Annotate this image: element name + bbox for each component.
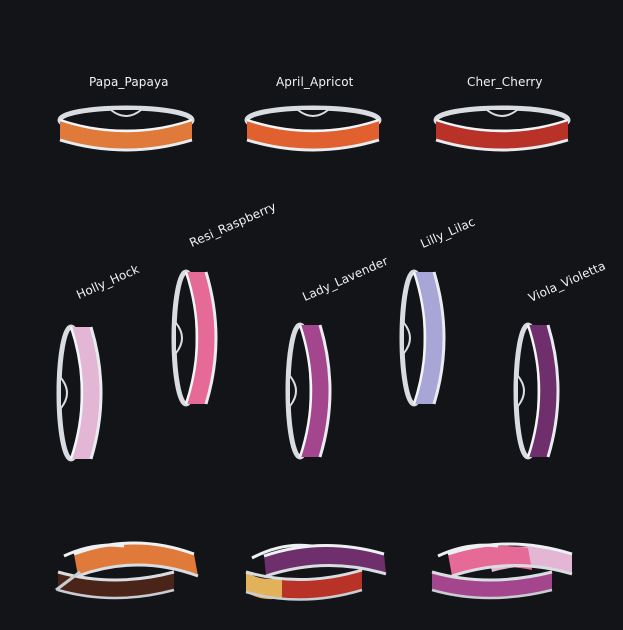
ring-papa-papaya[interactable] <box>56 102 196 156</box>
combo-ring-3[interactable] <box>428 532 576 604</box>
label-viola-violetta: Viola_Violetta <box>526 258 608 305</box>
ring-resi-raspberry[interactable] <box>170 267 224 409</box>
ring-april-apricot[interactable] <box>243 102 383 156</box>
label-holly-hock: Holly_Hock <box>74 261 142 302</box>
combo-ring-1[interactable] <box>54 532 202 604</box>
label-papa-papaya: Papa_Papaya <box>89 75 169 89</box>
ring-cher-cherry[interactable] <box>432 102 572 156</box>
combo-ring-2[interactable] <box>242 532 390 604</box>
label-april-apricot: April_Apricot <box>276 75 354 89</box>
ring-lady-lavender[interactable] <box>284 320 338 462</box>
label-lilly-lilac: Lilly_Lilac <box>418 214 478 251</box>
label-cher-cherry: Cher_Cherry <box>467 75 543 89</box>
ring-viola-violetta[interactable] <box>512 320 566 462</box>
label-lady-lavender: Lady_Lavender <box>300 253 391 304</box>
ring-holly-hock[interactable] <box>55 322 109 464</box>
ring-lilly-lilac[interactable] <box>398 267 452 409</box>
label-resi-raspberry: Resi_Raspberry <box>187 199 279 250</box>
